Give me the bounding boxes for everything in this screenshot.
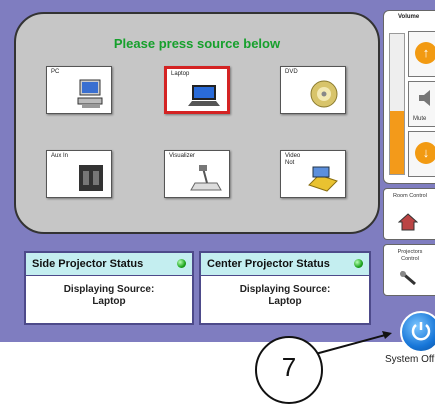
source-selection-panel: Please press source below PC Laptop DVD: [14, 12, 380, 234]
right-control-column: Volume ↑ Mute ↓ Room Control: [380, 0, 435, 365]
panel-title: Please press source below: [113, 36, 281, 51]
volume-level-bar[interactable]: [389, 33, 405, 175]
volume-up-icon: ↑: [415, 42, 435, 64]
source-button-laptop[interactable]: Laptop: [164, 66, 230, 114]
center-projector-source-caption: Displaying Source:: [239, 284, 331, 295]
source-label: Video Not: [285, 153, 301, 166]
source-button-visualizer[interactable]: Visualizer: [164, 150, 230, 198]
power-icon: [411, 322, 431, 341]
dvd-icon: [310, 80, 338, 108]
source-button-video-not[interactable]: Video Not: [280, 150, 346, 198]
status-led-icon: [177, 259, 186, 268]
center-projector-source-value: Laptop: [268, 296, 302, 307]
volume-level-fill: [390, 111, 404, 174]
room-control-button[interactable]: Room Control: [383, 188, 435, 240]
side-projector-status-box: Side Projector Status Displaying Source:…: [24, 251, 194, 325]
status-led-icon: [354, 259, 363, 268]
center-projector-status-box: Center Projector Status Displaying Sourc…: [199, 251, 371, 325]
computer-icon: [77, 79, 103, 108]
volume-down-icon: ↓: [415, 142, 435, 164]
laptop-icon: [188, 85, 220, 106]
mute-button[interactable]: Mute: [408, 81, 435, 127]
callout-circle: 7: [255, 336, 323, 404]
source-label: PC: [51, 69, 60, 75]
callout-number: 7: [281, 352, 297, 382]
center-projector-status-title: Center Projector Status: [207, 258, 330, 270]
center-projector-status-body: Displaying Source: Laptop: [201, 276, 369, 308]
source-label: DVD: [285, 69, 298, 75]
side-projector-source-caption: Displaying Source:: [63, 284, 155, 295]
side-projector-source-value: Laptop: [92, 296, 126, 307]
volume-panel: Volume ↑ Mute ↓: [383, 10, 435, 184]
document-camera-icon: [190, 165, 222, 191]
projector-icon: [400, 270, 416, 286]
volume-down-button[interactable]: ↓: [408, 131, 435, 177]
control-screen: Please press source below PC Laptop DVD: [0, 0, 435, 365]
projectors-control-button[interactable]: Projectors Control: [383, 244, 435, 296]
side-projector-status-body: Displaying Source: Laptop: [26, 276, 192, 308]
side-projector-status-header: Side Projector Status: [26, 253, 192, 276]
system-off-button[interactable]: [400, 311, 435, 353]
volume-title: Volume: [398, 14, 420, 20]
side-projector-status-title: Side Projector Status: [32, 258, 144, 270]
volume-up-button[interactable]: ↑: [408, 31, 435, 77]
house-icon: [398, 213, 418, 231]
system-off-label: System Off: [385, 354, 435, 365]
center-projector-status-header: Center Projector Status: [201, 253, 369, 276]
source-button-aux-in[interactable]: Aux In: [46, 150, 112, 198]
source-label: Visualizer: [169, 153, 195, 159]
source-button-dvd[interactable]: DVD: [280, 66, 346, 114]
room-control-label: Room Control: [393, 193, 427, 199]
projectors-control-label: Projectors Control: [397, 249, 423, 262]
speaker-icon: [419, 90, 430, 106]
mute-label: Mute: [413, 116, 427, 122]
source-button-pc[interactable]: PC: [46, 66, 112, 114]
source-label: Aux In: [51, 153, 69, 159]
source-label: Laptop: [171, 71, 190, 77]
video-icon: [308, 166, 338, 192]
aux-input-icon: [79, 165, 103, 191]
